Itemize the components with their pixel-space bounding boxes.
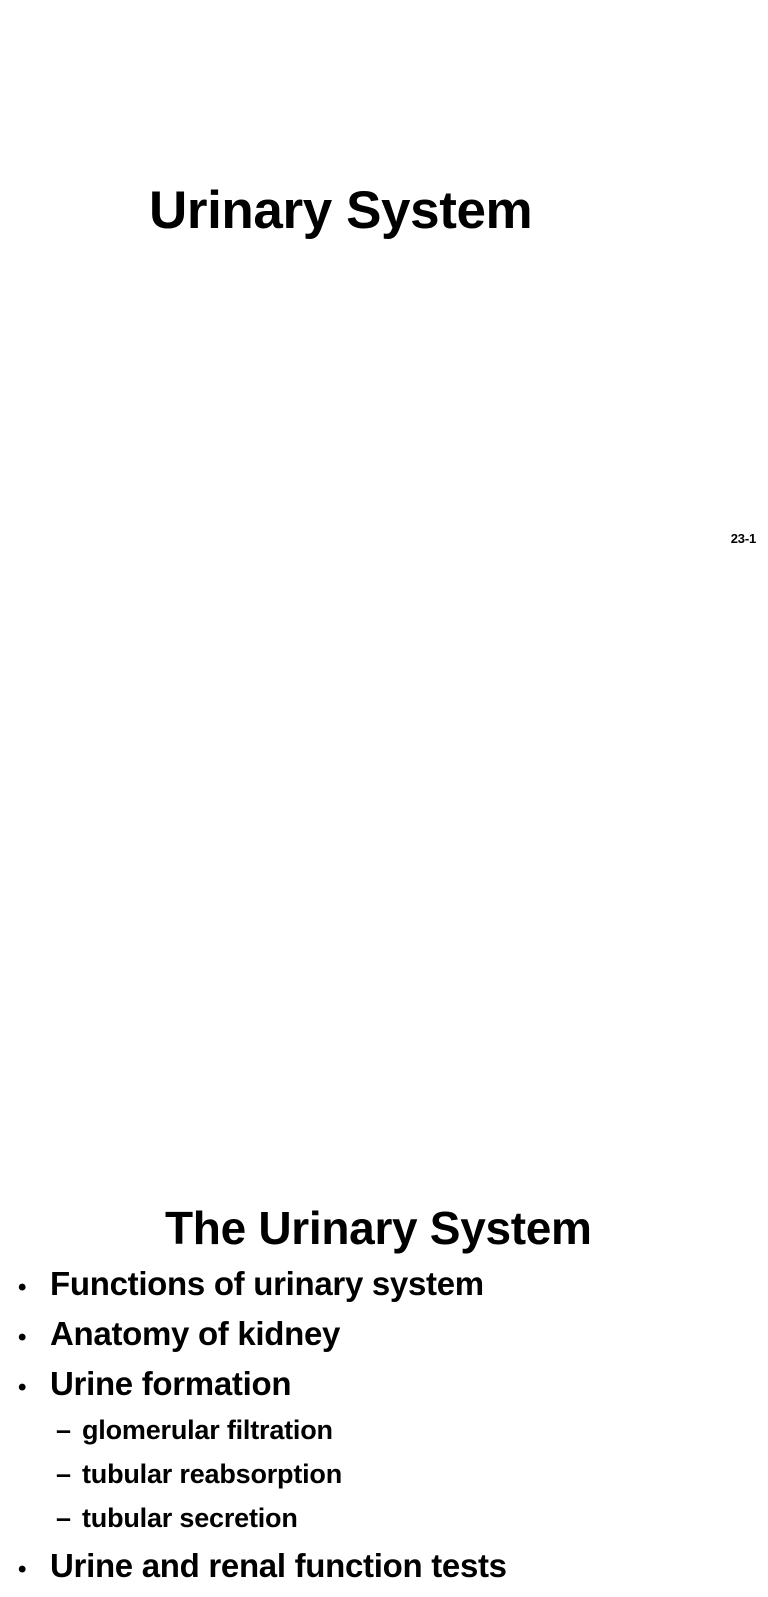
title-slide: Urinary System 23-1 — [0, 0, 768, 560]
sub-list-item: – tubular secretion — [0, 1503, 768, 1547]
dash-bullet-icon: – — [56, 1503, 71, 1533]
sub-list-item: – glomerular filtration — [0, 1415, 768, 1459]
bullet-dot-icon: • — [18, 1274, 27, 1301]
bullet-dot-icon: • — [18, 1556, 27, 1583]
bullet-dot-icon: • — [18, 1324, 27, 1351]
list-item: • Anatomy of kidney — [0, 1315, 768, 1365]
list-item-label: Urine formation — [50, 1365, 292, 1402]
list-item: • Urine and renal function tests — [0, 1547, 768, 1597]
list-item-label: Urine and renal function tests — [50, 1547, 507, 1584]
list-item-label: Functions of urinary system — [50, 1265, 484, 1302]
sub-list-item: – tubular reabsorption — [0, 1459, 768, 1503]
list-item: • Functions of urinary system — [0, 1265, 768, 1315]
outline-list: • Functions of urinary system • Anatomy … — [0, 1265, 768, 1597]
list-item-label: Anatomy of kidney — [50, 1315, 341, 1352]
list-item: • Urine formation — [0, 1365, 768, 1415]
sub-list-item-label: tubular reabsorption — [82, 1459, 343, 1489]
dash-bullet-icon: – — [56, 1459, 71, 1489]
sub-list-item-label: glomerular filtration — [82, 1415, 333, 1445]
dash-bullet-icon: – — [56, 1415, 71, 1445]
slide-heading: The Urinary System — [165, 1202, 592, 1255]
bullet-dot-icon: • — [18, 1374, 27, 1401]
slide-number-label: 23-1 — [730, 531, 756, 546]
outline-slide: The Urinary System • Functions of urinar… — [0, 560, 768, 1584]
sub-list-item-label: tubular secretion — [82, 1503, 298, 1533]
page-title: Urinary System — [149, 180, 533, 240]
